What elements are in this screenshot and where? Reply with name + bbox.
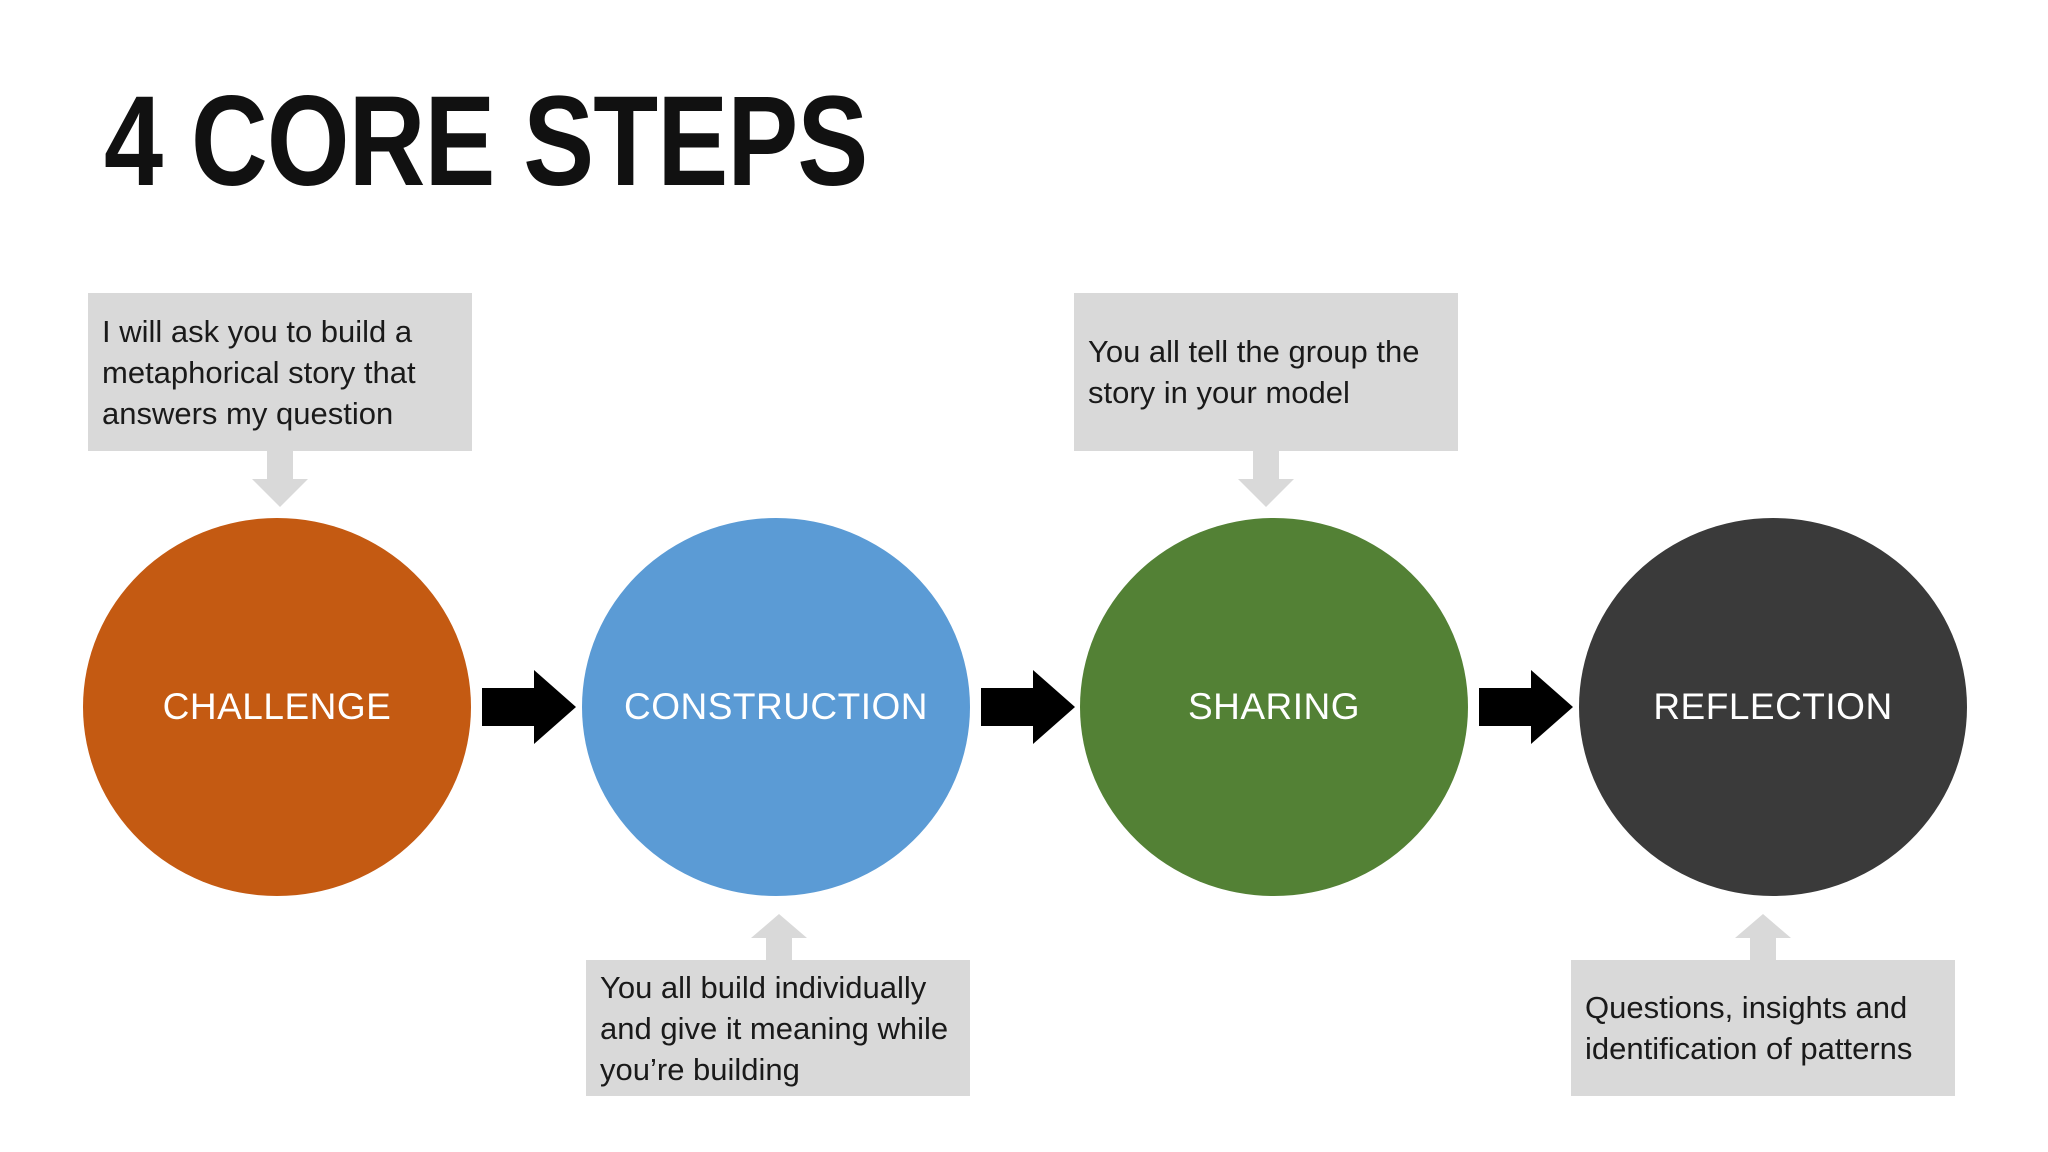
- callout-reflection: Questions, insights and identification o…: [1571, 960, 1955, 1096]
- callout-reflection-text: Questions, insights and identification o…: [1585, 990, 1913, 1066]
- step-circle-construction: CONSTRUCTION: [582, 518, 970, 896]
- step-label-challenge: CHALLENGE: [162, 686, 392, 727]
- flow-arrow-1: [482, 670, 576, 744]
- step-label-reflection: REFLECTION: [1653, 686, 1893, 727]
- connector-arrow-sharing: [1238, 451, 1294, 507]
- callout-sharing: You all tell the group the story in your…: [1074, 293, 1458, 451]
- slide-title: 4 CORE STEPS: [104, 70, 868, 213]
- callout-sharing-text: You all tell the group the story in your…: [1088, 334, 1420, 410]
- callout-challenge-text: I will ask you to build a metaphorical s…: [102, 313, 416, 431]
- connector-arrow-challenge: [252, 451, 308, 507]
- step-circle-challenge: CHALLENGE: [83, 518, 471, 896]
- step-circle-reflection: REFLECTION: [1579, 518, 1967, 896]
- callout-challenge: I will ask you to build a metaphorical s…: [88, 293, 472, 451]
- flow-arrow-2: [981, 670, 1075, 744]
- step-circle-sharing: SHARING: [1080, 518, 1468, 896]
- connector-arrow-construction: [751, 914, 807, 960]
- step-label-sharing: SHARING: [1187, 686, 1361, 727]
- step-label-construction: CONSTRUCTION: [623, 686, 929, 727]
- callout-construction: You all build individually and give it m…: [586, 960, 970, 1096]
- connector-arrow-reflection: [1735, 914, 1791, 960]
- callout-construction-text: You all build individually and give it m…: [600, 969, 949, 1087]
- flow-arrow-3: [1479, 670, 1573, 744]
